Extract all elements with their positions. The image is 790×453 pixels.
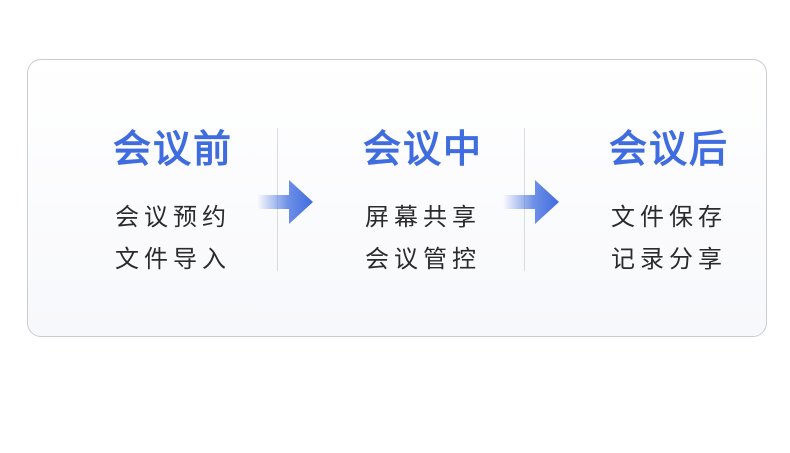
stage-before-meeting: 会议前 会议预约 文件导入 — [68, 60, 278, 336]
stage-item: 文件保存 — [611, 203, 727, 231]
stage-item: 会议管控 — [365, 245, 481, 273]
stage-item: 会议预约 — [115, 203, 231, 231]
stage-title: 会议前 — [112, 127, 233, 171]
stage-after-meeting: 会议后 文件保存 记录分享 — [564, 60, 774, 336]
stage-title: 会议中 — [362, 127, 483, 171]
stage-item: 记录分享 — [611, 245, 727, 273]
stage-item-list: 文件保存 记录分享 — [564, 196, 774, 280]
stage-during-meeting: 会议中 屏幕共享 会议管控 — [318, 60, 528, 336]
stage-item-list: 会议预约 文件导入 — [68, 196, 278, 280]
arrow-right-icon — [257, 180, 313, 224]
stage-item: 文件导入 — [115, 245, 231, 273]
stage-title: 会议后 — [608, 127, 729, 171]
meeting-flow-card: 会议前 会议预约 文件导入 会议中 屏幕共享 会议管控 — [27, 59, 767, 337]
stage-item-list: 屏幕共享 会议管控 — [318, 196, 528, 280]
arrow-right-icon — [503, 180, 559, 224]
stage-item: 屏幕共享 — [365, 203, 481, 231]
